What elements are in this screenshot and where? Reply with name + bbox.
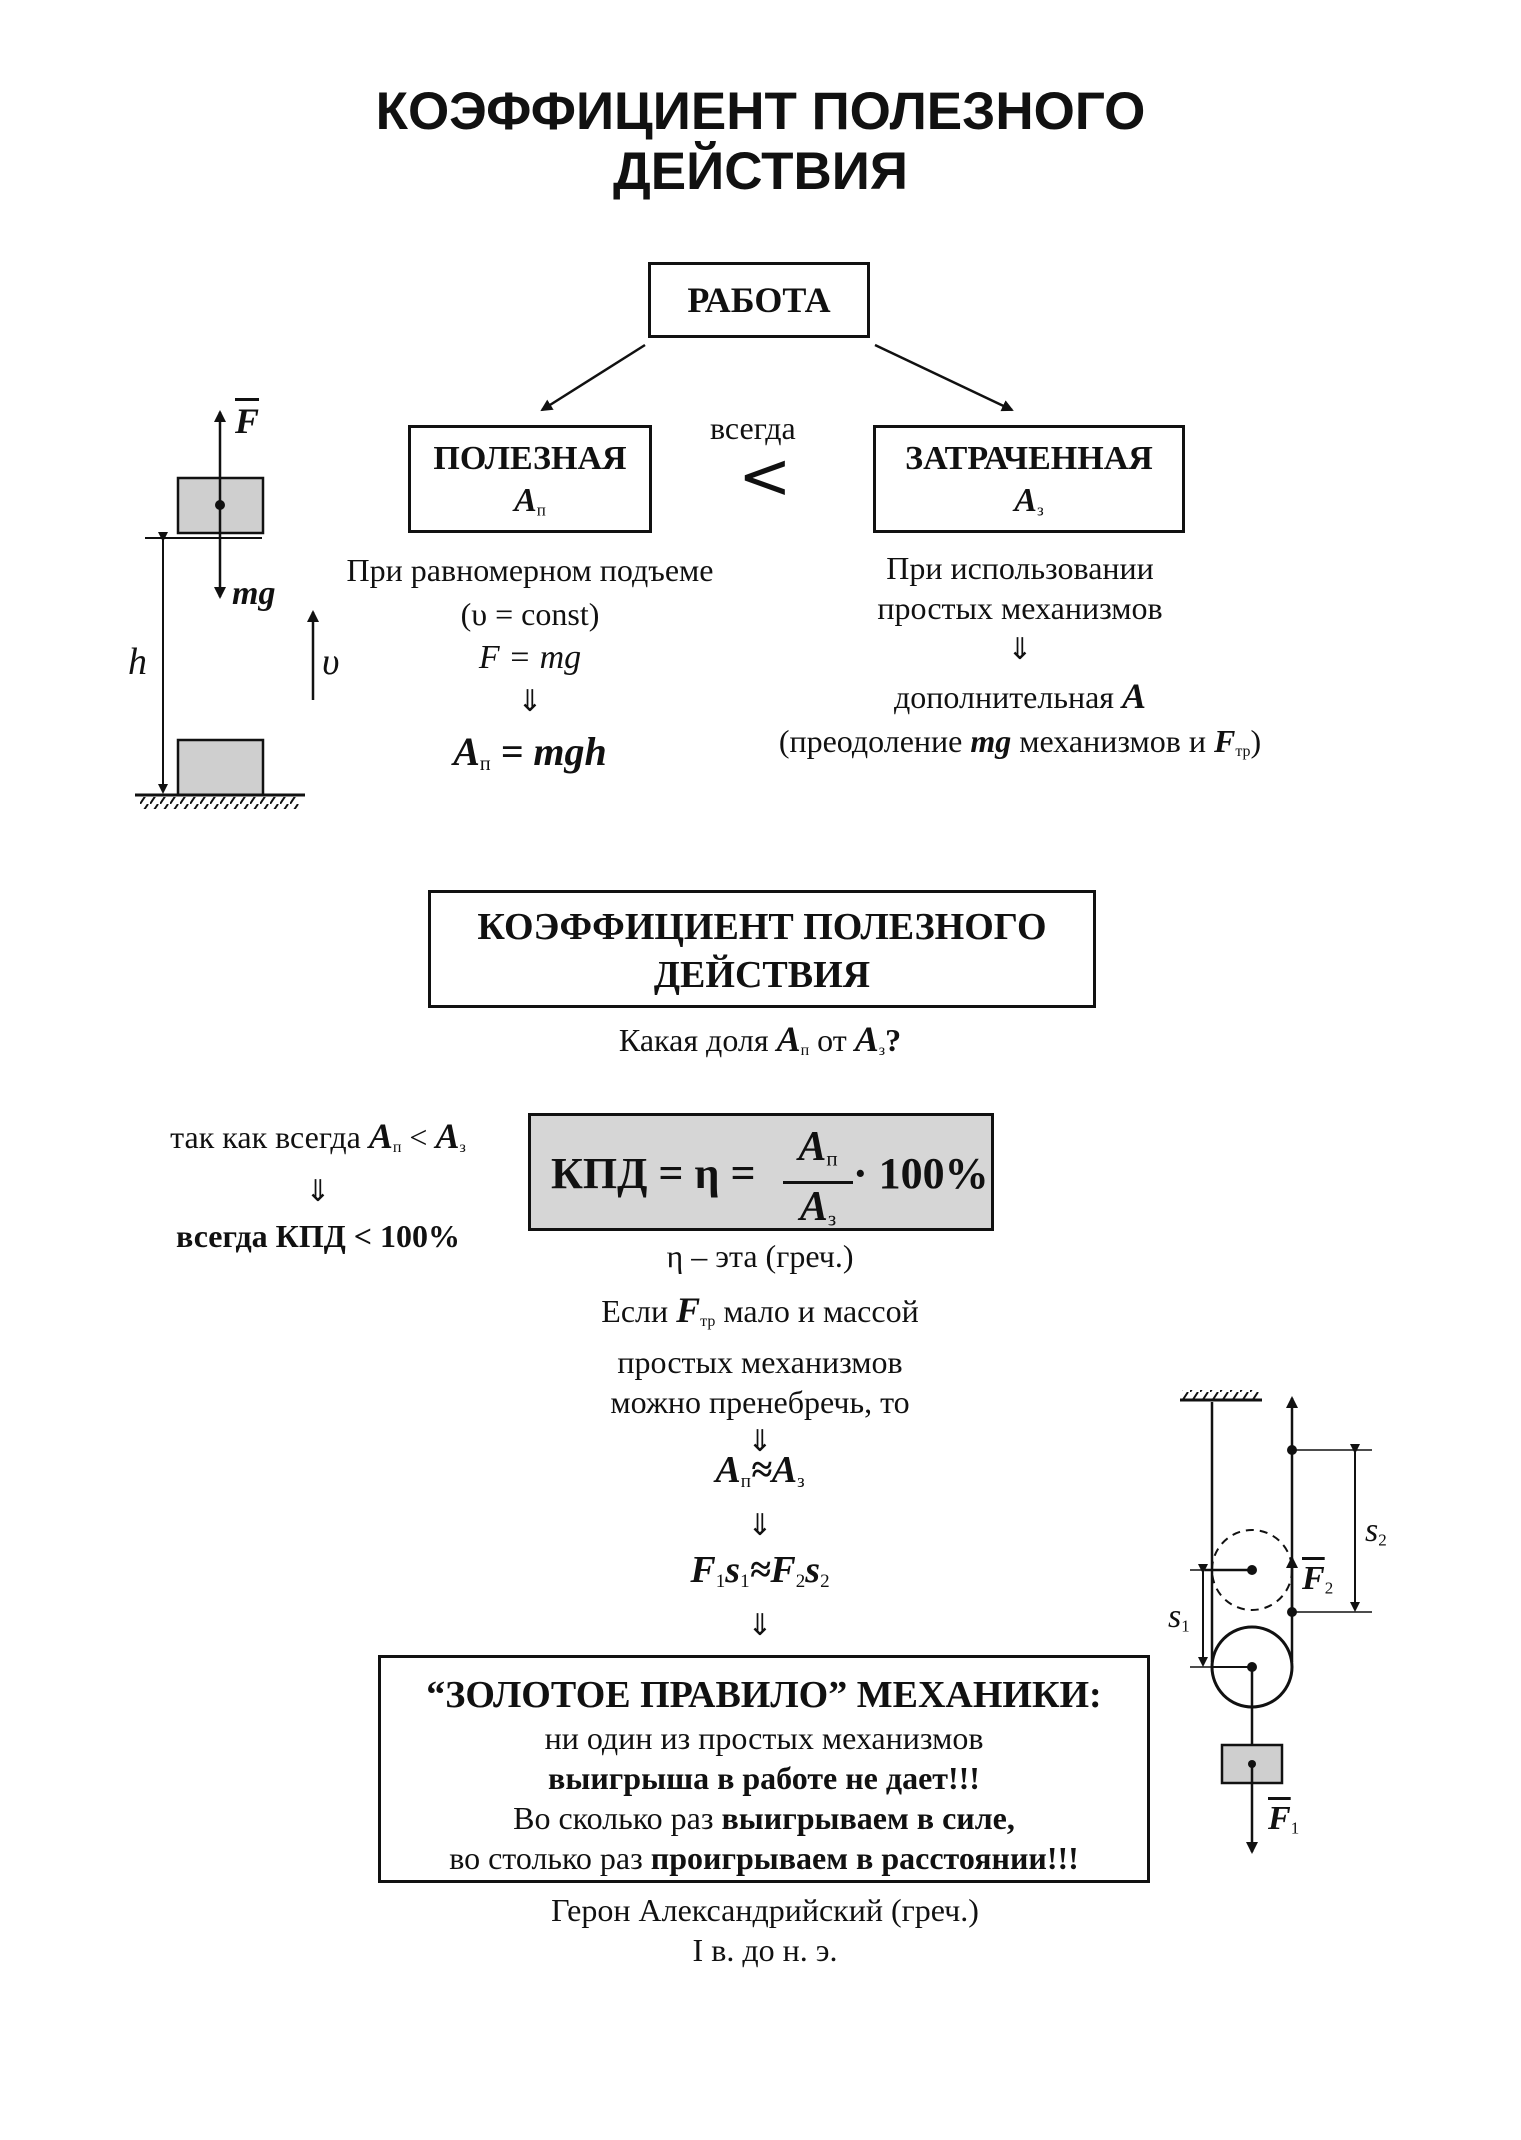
page-title-line1: КОЭФФИЦИЕНТ ПОЛЕЗНОГО	[375, 82, 1146, 141]
height-label: h	[128, 641, 147, 683]
work-approx: Aп≈Aз ⇓	[560, 1448, 960, 1548]
force-distance-approx: F1s1≈F2s2 ⇓	[560, 1548, 960, 1648]
efficiency-formula-box: КПД = η = Aп Aз · 100%	[528, 1113, 994, 1231]
work-label: РАБОТА	[687, 280, 831, 320]
condition-line3: можно пренебречь, то	[610, 1384, 910, 1420]
F2-label: F2	[1302, 1560, 1334, 1598]
golden-rule-line1: ни один из простых механизмов	[544, 1720, 984, 1756]
mg-label: mg	[232, 575, 276, 612]
useful-work-box: ПОЛЕЗНАЯ Aп	[408, 425, 652, 533]
spent-work-label: ЗАТРАЧЕННАЯ	[905, 440, 1153, 477]
force-F-label: F	[235, 401, 260, 441]
left-block: При равномерном подъеме (υ = const) F = …	[310, 548, 750, 786]
formula-fraction: Aп Aз	[783, 1124, 853, 1242]
overcoming-text: (преодоление mg механизмов и Fтр)	[778, 723, 1262, 760]
formula-tail: · 100%	[853, 1149, 989, 1198]
pulley-figure	[1180, 1390, 1372, 1854]
attribution-date: I в. до н. э.	[692, 1932, 838, 1968]
useful-work-sub: п	[536, 500, 546, 520]
efficiency-title-line1: КОЭФФИЦИЕНТ ПОЛЕЗНОГО	[477, 906, 1047, 948]
arrow-to-spent	[874, 343, 1014, 412]
eta-note: η – эта (греч.)	[666, 1238, 854, 1274]
implication-arrow: ⇓	[747, 1507, 773, 1543]
implication-arrow: ⇓	[747, 1424, 773, 1459]
force-equation: F = mg	[478, 639, 582, 676]
constant-velocity-text: (υ = const)	[460, 596, 600, 632]
condition-block: Если Fтр мало и массой простых механизмо…	[520, 1290, 1000, 1462]
condition-line2: простых механизмов	[617, 1344, 903, 1380]
always-label: всегда	[710, 410, 796, 446]
always-less-text: так как всегда Aп < Aз	[170, 1116, 466, 1156]
using-mechanisms-text: При использовании	[886, 550, 1154, 586]
spent-work-sub: з	[1036, 500, 1044, 520]
golden-rule-box: “ЗОЛОТОЕ ПРАВИЛО” МЕХАНИКИ: ни один из п…	[378, 1655, 1150, 1883]
work-box: РАБОТА	[648, 262, 870, 338]
efficiency-title-box: КОЭФФИЦИЕНТ ПОЛЕЗНОГО ДЕЙСТВИЯ	[428, 890, 1096, 1008]
useful-work-formula: Aп = mgh	[453, 729, 607, 776]
implication-arrow: ⇓	[305, 1174, 331, 1209]
block-bottom	[176, 738, 265, 797]
formula-lhs: КПД = η =	[551, 1149, 756, 1198]
velocity-label: υ	[322, 641, 340, 683]
implication-arrow: ⇓	[747, 1607, 773, 1643]
arrow-to-useful	[540, 343, 646, 412]
additional-work-text: дополнительная A	[893, 676, 1146, 716]
page-title-line2: ДЕЙСТВИЯ	[613, 142, 908, 201]
attribution: Герон Александрийский (греч.) I в. до н.…	[420, 1890, 1110, 1970]
golden-rule-title: “ЗОЛОТОЕ ПРАВИЛО” МЕХАНИКИ:	[426, 1674, 1102, 1716]
implication-arrow: ⇓	[517, 684, 543, 719]
s1-label: s1	[1168, 1598, 1190, 1636]
golden-rule-line4: во столько раз проигрываем в расстоянии!…	[449, 1840, 1079, 1876]
always-less-100-text: всегда КПД < 100%	[176, 1218, 460, 1254]
s2-label: s2	[1365, 1512, 1387, 1550]
page-title: КОЭФФИЦИЕНТ ПОЛЕЗНОГО ДЕЙСТВИЯ	[0, 82, 1521, 202]
useful-work-symbol: A	[514, 482, 537, 519]
condition-line1: Если Fтр мало и массой	[601, 1290, 919, 1330]
uniform-lift-text: При равномерном подъеме	[346, 552, 714, 588]
useful-work-label: ПОЛЕЗНАЯ	[433, 440, 627, 477]
spent-work-symbol: A	[1014, 482, 1037, 519]
right-block: При использовании простых механизмов ⇓ д…	[740, 548, 1300, 772]
implication-arrow: ⇓	[1007, 632, 1033, 667]
F1-label: F1	[1268, 1800, 1300, 1838]
lift-figure	[135, 410, 319, 809]
golden-rule-line3: Во сколько раз выигрываем в силе,	[513, 1800, 1015, 1836]
efficiency-title-line2: ДЕЙСТВИЯ	[653, 954, 871, 996]
simple-mechanisms-text: простых механизмов	[877, 590, 1163, 626]
golden-rule-line2: выигрыша в работе не дает!!!	[548, 1760, 980, 1796]
less-than-sign: <	[738, 440, 792, 514]
side-note: так как всегда Aп < Aз ⇓ всегда КПД < 10…	[118, 1114, 518, 1258]
fraction-question: Какая доля Aп от Aз?	[618, 1019, 902, 1059]
spent-work-box: ЗАТРАЧЕННАЯ Aз	[873, 425, 1185, 533]
attribution-author: Герон Александрийский (греч.)	[551, 1892, 979, 1928]
